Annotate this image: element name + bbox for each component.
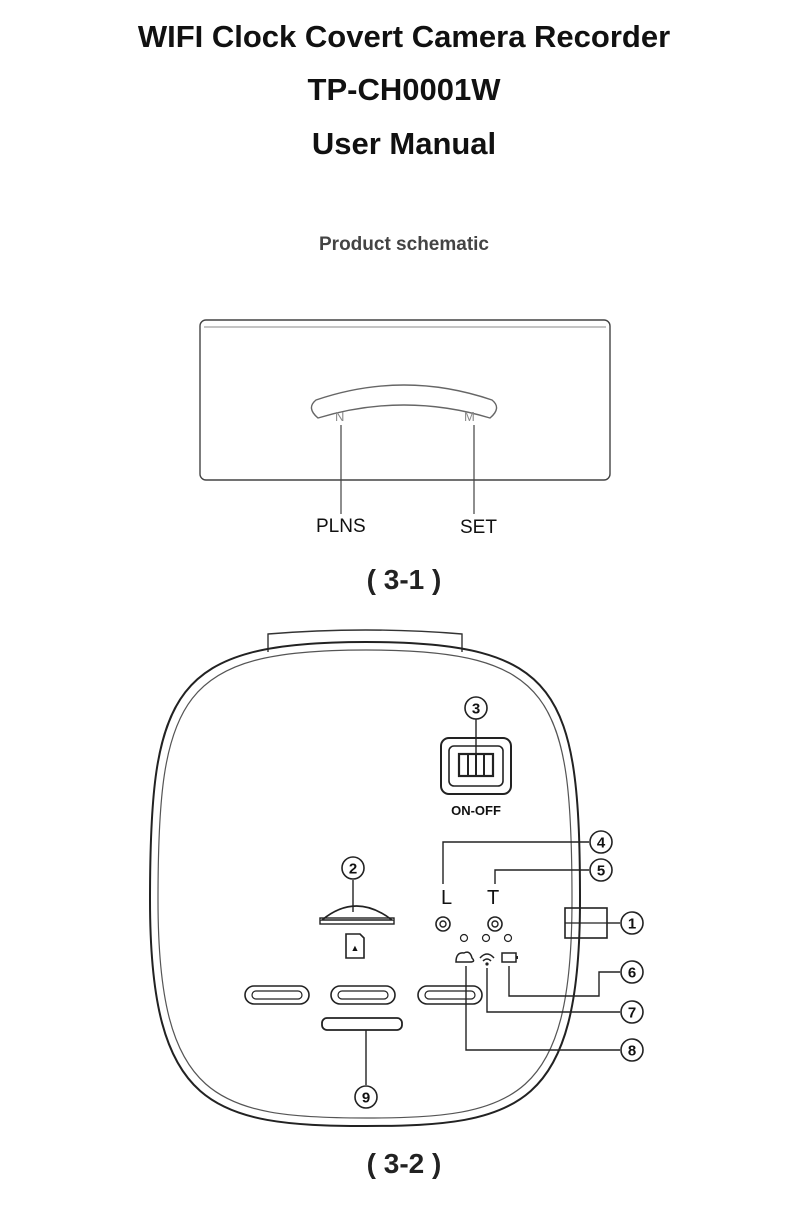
l-button-outer [435,916,451,932]
figure-3-1-caption: ( 3-1 ) [366,564,442,595]
plns-label: PLNS [316,516,366,537]
body-outline-inner [157,649,573,1119]
callout-6-leader [508,966,620,997]
vent-right-inner [424,990,476,1000]
vent-middle [330,985,396,1005]
callout-5: 5 [589,858,613,882]
on-off-label: ON-OFF [451,803,501,818]
curved-button-strip [310,384,498,419]
led-dot-a [459,933,469,943]
manual-subtitle: User Manual [311,126,497,161]
callout-2-number: 2 [349,861,357,878]
vent-right [417,985,483,1005]
led-dot-c [503,933,513,943]
callout-4: 4 [589,830,613,854]
device-top-outline [199,319,611,481]
battery-icon [501,952,517,963]
sd-card-slot-base [319,917,395,925]
vent-left [244,985,310,1005]
l-button-inner [439,920,447,928]
callout-5-number: 5 [597,863,605,880]
callout-6-number: 6 [628,965,636,982]
body-outline-outer [148,640,582,1128]
sd-card-slot [319,905,395,921]
vent-middle-inner [337,990,389,1000]
top-tab [267,629,463,652]
callout-4-leader [442,841,589,884]
callout-9-number: 9 [362,1090,370,1107]
callout-7: 7 [620,1000,644,1024]
callout-2: 2 [341,856,365,880]
callout-4-number: 4 [597,835,606,852]
sd-card-icon [345,933,365,959]
led-label-l: L [441,887,452,909]
figure-3-2: ON-OFF ▲ L T [148,629,644,1128]
callout-8: 8 [620,1038,644,1062]
callout-5-leader [494,869,589,884]
button-n-letter: N [335,409,344,424]
led-dot-b [481,933,491,943]
t-button-outer [487,916,503,932]
cloud-icon [455,951,475,963]
callout-6: 6 [620,960,644,984]
battery-icon-tip [516,956,518,959]
callout-1: 1 [620,911,644,935]
t-button-inner [491,920,499,928]
section-title: Product schematic [319,234,489,255]
sd-card-arrow-icon: ▲ [351,943,360,953]
led-label-t: T [487,887,499,909]
callout-7-leader [486,968,620,1013]
manual-title: WIFI Clock Covert Camera Recorder [137,19,671,54]
callout-9: 9 [354,1085,378,1109]
bottom-slot [321,1017,403,1031]
wifi-icon-dot [485,962,489,966]
callout-3: 3 [464,696,488,720]
vent-left-inner [251,990,303,1000]
figure-3-1: N M PLNS SET [199,319,611,538]
figure-3-2-caption: ( 3-2 ) [366,1148,442,1179]
callout-8-number: 8 [628,1043,636,1060]
callout-3-number: 3 [472,701,480,718]
set-label: SET [460,517,497,538]
wifi-icon [479,953,495,962]
callout-7-number: 7 [628,1005,636,1022]
button-m-letter: M [464,409,475,424]
callout-8-leader [465,966,620,1051]
model-number: TP-CH0001W [307,72,501,107]
callout-1-number: 1 [628,916,636,933]
